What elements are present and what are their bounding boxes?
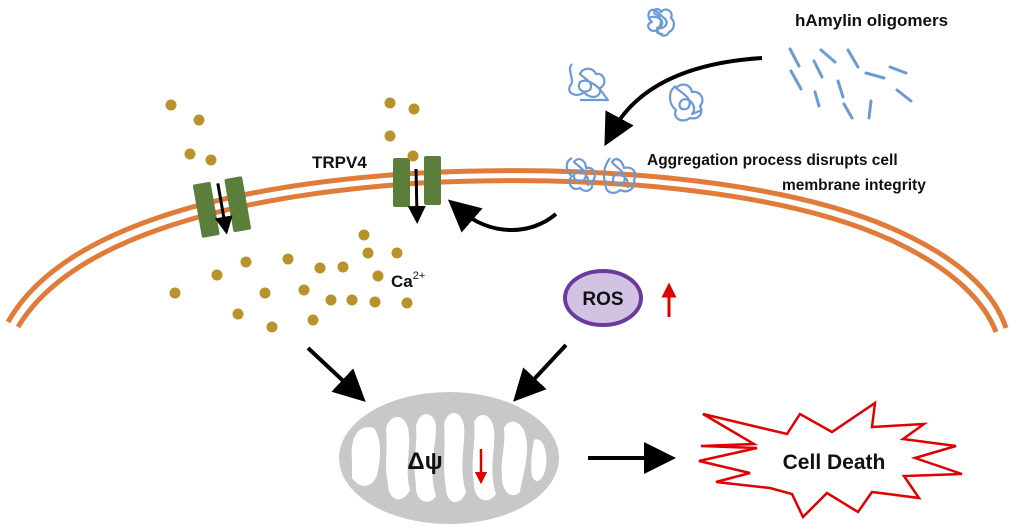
cell-death-node: Cell Death <box>698 400 963 520</box>
oligomers-label: hAmylin oligomers <box>795 11 948 30</box>
calcium-ion-dot <box>358 229 370 241</box>
aggregation-label-line2: membrane integrity <box>782 177 926 194</box>
ros-ellipse <box>563 269 643 327</box>
calcium-ion-dot <box>266 321 278 333</box>
ros-label: ROS <box>582 289 623 310</box>
calcium-ion-dot <box>337 261 349 273</box>
arrow-ros-to-mitochondrion <box>513 343 568 402</box>
calcium-ion-dot <box>307 314 319 326</box>
calcium-ion-dot <box>205 154 217 166</box>
calcium-label-base: Ca <box>391 272 413 291</box>
calcium-ion-dot <box>193 114 205 126</box>
cell-death-label: Cell Death <box>783 451 886 474</box>
calcium-ion-dot <box>325 294 337 306</box>
calcium-ion-dot <box>298 284 310 296</box>
calcium-ion-dot <box>401 297 413 309</box>
calcium-ion-dot <box>211 269 223 281</box>
amylin-oligomer-left <box>568 63 610 102</box>
arrow-aggregation-to-trpv4 <box>447 199 558 233</box>
calcium-ion-dot <box>165 99 177 111</box>
amylin-oligomer-right <box>668 83 704 122</box>
calcium-ion-dot <box>259 287 271 299</box>
calcium-ion-dot <box>232 308 244 320</box>
calcium-ion-dot <box>314 262 326 274</box>
trpv4-label: TRPV4 <box>312 153 367 172</box>
calcium-ion-dot <box>372 270 384 282</box>
aggregation-label-line1: Aggregation process disrupts cell <box>647 152 898 169</box>
membrane-potential-label: Δψ <box>407 448 442 475</box>
mitochondrion: Δψ <box>339 392 559 524</box>
amylin-aggregate-membrane-right <box>602 157 637 194</box>
calcium-ion-dot <box>408 103 420 115</box>
calcium-ion-dot <box>384 130 396 142</box>
calcium-ion-dot <box>240 256 252 268</box>
calcium-ion-dot <box>184 148 196 160</box>
calcium-ion-dot <box>362 247 374 259</box>
trpv4-channel-right <box>393 156 441 224</box>
arrow-calcium-to-mitochondrion <box>306 346 366 402</box>
membrane-outer-line <box>5 168 1009 329</box>
calcium-ion-dot <box>407 150 419 162</box>
calcium-ion-dot <box>384 97 396 109</box>
cell-membrane <box>5 168 1009 333</box>
mitochondrion-cristae <box>351 412 547 503</box>
amylin-fibrils <box>788 47 913 120</box>
arrow-oligomers-to-membrane <box>604 56 763 147</box>
calcium-ion-dot <box>391 247 403 259</box>
calcium-ion-dot <box>169 287 181 299</box>
calcium-ion-dot <box>282 253 294 265</box>
calcium-label: Ca2+ <box>391 270 425 291</box>
calcium-ion-dot <box>346 294 358 306</box>
calcium-label-charge: 2+ <box>413 270 426 282</box>
calcium-ion-dot <box>369 296 381 308</box>
ros-node: ROS <box>563 269 643 327</box>
calcium-ions <box>165 97 420 333</box>
amylin-aggregate-membrane-left <box>565 157 596 192</box>
membrane-inner-line <box>15 178 999 333</box>
amylin-oligomer-top <box>647 7 675 37</box>
cell-death-starburst <box>698 400 963 520</box>
trpv4-channel-left <box>193 176 251 238</box>
